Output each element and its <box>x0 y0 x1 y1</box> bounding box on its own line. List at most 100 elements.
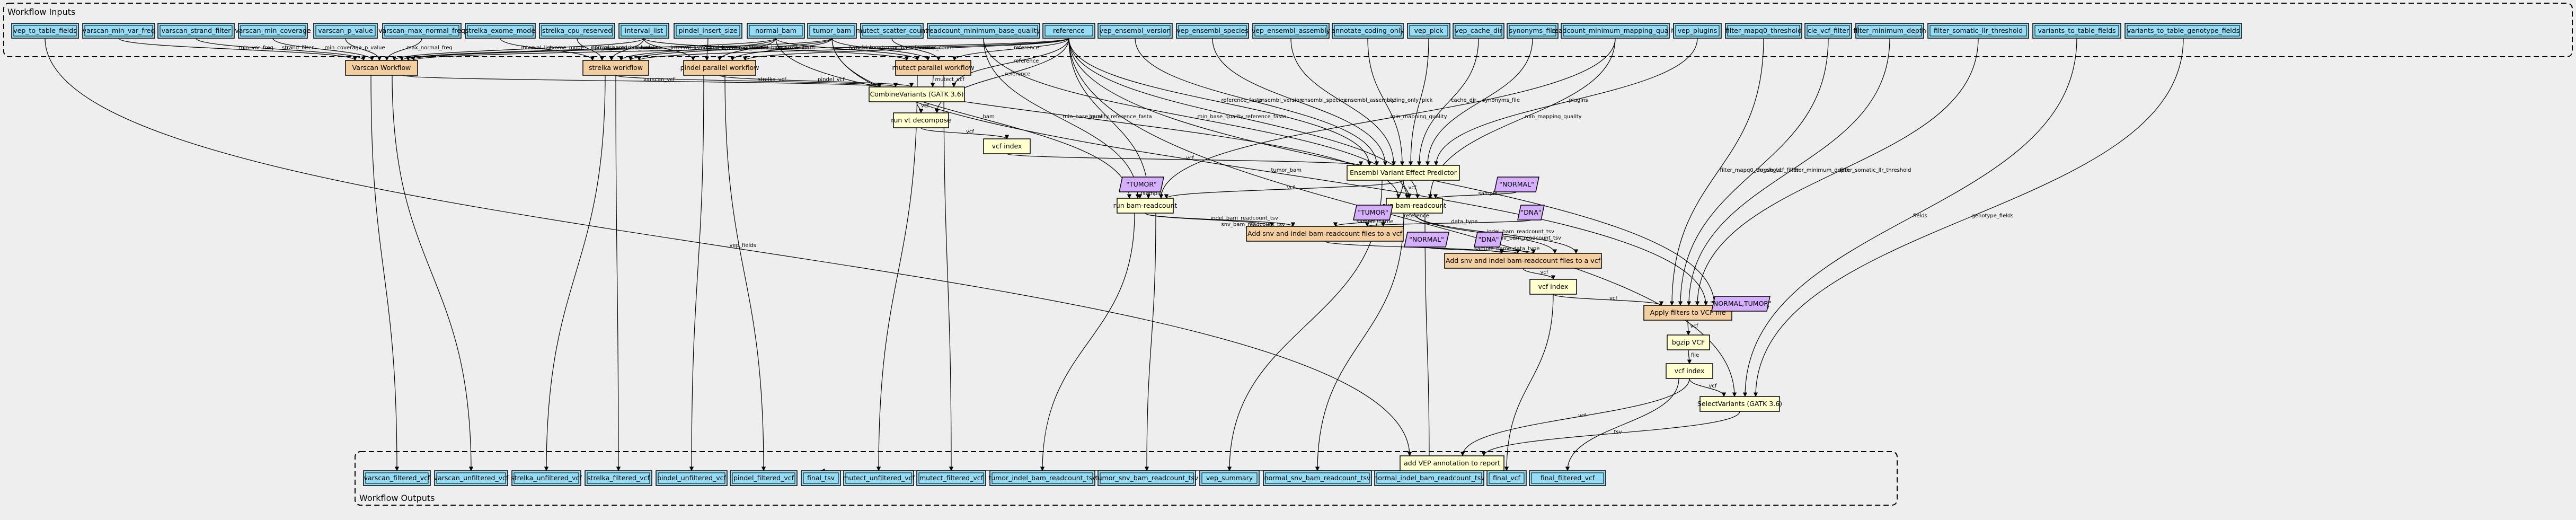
edge-label-snv-bam-readcount-tsv: snv_bam_readcount_tsv <box>1221 222 1286 228</box>
lit-tumor1-literal[interactable]: "TUMOR" <box>1119 177 1164 192</box>
in-reference-input[interactable]: reference <box>1042 23 1095 39</box>
in-vep-to-table-fields-input[interactable]: vep_to_table_fields <box>11 23 79 39</box>
st-pindel-step[interactable]: pindel parallel workflow <box>680 60 759 76</box>
st-combine-label: CombineVariants (GATK 3.6) <box>870 90 963 98</box>
in-varscan-strand-filter-input[interactable]: varscan_strand_filter <box>157 23 235 39</box>
st-add-normal-step[interactable]: Add snv and indel bam-readcount files to… <box>1444 253 1602 269</box>
in-interval-list-input[interactable]: interval_list <box>618 23 669 39</box>
st-combine-step[interactable]: CombineVariants (GATK 3.6) <box>869 86 965 102</box>
st-vcfindex2-step[interactable]: vcf index <box>1529 279 1577 295</box>
outputs-cluster-title: Workflow Outputs <box>359 493 435 503</box>
out-final-tsv-output[interactable]: final_tsv <box>801 470 841 486</box>
in-cle-vcf-filter-input[interactable]: cle_vcf_filter <box>1804 23 1852 39</box>
lit-dna1-literal[interactable]: "DNA" <box>1517 205 1545 221</box>
in-strelka-cpu-reserved-input[interactable]: strelka_cpu_reserved <box>539 23 615 39</box>
in-filter-minimum-depth-input[interactable]: filter_minimum_depth <box>1853 23 1926 39</box>
edge-label-synonyms-file: synonyms_file <box>1482 98 1520 103</box>
st-brc-normal-step[interactable]: run bam-readcount <box>1383 198 1447 214</box>
lit-normal2-literal[interactable]: "NORMAL" <box>1494 177 1539 192</box>
st-select-step[interactable]: SelectVariants (GATK 3.6) <box>1697 396 1782 412</box>
lit-dna2-literal[interactable]: "DNA" <box>1474 232 1503 248</box>
out-pindel-filtered-vcf-output[interactable]: pindel_filtered_vcf <box>730 470 798 486</box>
in-vep-pick-input[interactable]: vep_pick <box>1407 23 1450 39</box>
in-variants-to-table-fields-input[interactable]: variants_to_table_fields <box>2032 23 2121 39</box>
in-vep-cache-dir-label: vep_cache_dir <box>1455 27 1502 34</box>
lit-normal2-label: "NORMAL" <box>1499 180 1534 188</box>
edge-pindel_vcf <box>719 75 914 87</box>
out-final-filtered-vcf-output[interactable]: final_filtered_vcf <box>1529 470 1606 486</box>
out-tumor-indel-bam-readcount-tsv-output[interactable]: tumor_indel_bam_readcount_tsv <box>988 470 1096 486</box>
lit-tumor2-literal[interactable]: "TUMOR" <box>1353 205 1393 221</box>
st-mutect-step[interactable]: mutect parallel workflow <box>892 60 975 76</box>
in-varscan-max-normal-freq-input[interactable]: varscan_max_normal_freq <box>378 23 465 39</box>
edge-vcf <box>1553 294 1664 306</box>
out-mutect-unfiltered-vcf-label: mutect_unfiltered_vcf <box>843 474 915 482</box>
lit-normal1-literal[interactable]: "NORMAL" <box>1404 232 1449 248</box>
in-varscan-p-value-input[interactable]: varscan_p_value <box>313 23 378 39</box>
out-tumor-snv-bam-readcount-tsv-output[interactable]: tumor_snv_bam_readcount_tsv <box>1095 470 1199 486</box>
edge-strand_filter <box>196 38 366 61</box>
in-vep-ensembl-assembly-input[interactable]: vep_ensembl_assembly <box>1252 23 1331 39</box>
out-varscan-unfiltered-vcf-output[interactable]: varscan_unfiltered_vcf <box>434 470 509 486</box>
st-strelka-step[interactable]: strelka workflow <box>582 60 649 76</box>
out-varscan-unfiltered-vcf-label: varscan_unfiltered_vcf <box>434 474 509 482</box>
in-vep-ensembl-species-input[interactable]: vep_ensembl_species <box>1176 23 1249 39</box>
edge-label-vcf: vcf <box>921 103 929 109</box>
out-pindel-unfiltered-vcf-output[interactable]: pindel_unfiltered_vcf <box>656 470 728 486</box>
edge-snv_bam_readcount_tsv <box>1145 213 1296 227</box>
out-mutect-unfiltered-vcf-output[interactable]: mutect_unfiltered_vcf <box>843 470 915 486</box>
st-add-tumor-step[interactable]: Add snv and indel bam-readcount files to… <box>1246 226 1404 242</box>
in-pindel-insert-size-input[interactable]: pindel_insert_size <box>674 23 742 39</box>
in-annotate-coding-only-input[interactable]: annotate_coding_only <box>1331 23 1404 39</box>
in-strelka-exome-mode-input[interactable]: strelka_exome_mode <box>465 23 536 39</box>
edge-label-strand-filter: strand_filter <box>282 45 314 51</box>
edge-null <box>943 75 954 471</box>
in-readcount-minimum-base-quality-input[interactable]: readcount_minimum_base_quality <box>927 23 1041 39</box>
in-vep-ensembl-version-input[interactable]: vep_ensembl_version <box>1097 23 1173 39</box>
edge-vcf <box>1006 153 1363 166</box>
edge-label-normal-bam: normal_bam <box>591 45 624 51</box>
edge-label-normal-bam: normal_bam <box>849 45 882 51</box>
edge-label-insert-size: insert_size <box>710 45 738 51</box>
st-vep-step[interactable]: Ensembl Variant Effect Predictor <box>1347 165 1460 181</box>
out-strelka-unfiltered-vcf-output[interactable]: strelka_unfiltered_vcf <box>511 470 582 486</box>
in-interval-list-label: interval_list <box>625 27 663 34</box>
in-normal-bam-input[interactable]: normal_bam <box>747 23 805 39</box>
out-strelka-filtered-vcf-output[interactable]: strelka_filtered_vcf <box>585 470 652 486</box>
in-varscan-min-coverage-input[interactable]: varscan_min_coverage <box>235 23 311 39</box>
in-mutect-scatter-count-input[interactable]: mutect_scatter_count <box>856 23 928 39</box>
in-synonyms-file-input[interactable]: synonyms_file <box>1507 23 1559 39</box>
edge-label-data-type: data_type <box>1451 219 1478 225</box>
out-final-filtered-vcf-label: final_filtered_vcf <box>1541 474 1595 482</box>
in-filter-somatic-llr-threshold-input[interactable]: filter_somatic_llr_threshold <box>1927 23 2029 39</box>
st-decompose-step[interactable]: run vt decompose <box>891 112 951 128</box>
edge-exome_mode <box>500 38 595 61</box>
edge-label-reference-fasta: reference_fasta <box>1221 98 1263 103</box>
st-vcfindex1-step[interactable]: vcf index <box>983 138 1031 154</box>
in-variants-to-table-genotype-fields-input[interactable]: variants_to_table_genotype_fields <box>2124 23 2242 39</box>
edge-label-interval-list: interval_list <box>671 45 702 51</box>
in-filter-mapq0-threshold-input[interactable]: filter_mapq0_threshold <box>1725 23 1802 39</box>
out-normal-indel-bam-readcount-tsv-output[interactable]: normal_indel_bam_readcount_tsv <box>1374 470 1485 486</box>
edge-insert_size <box>704 38 710 61</box>
st-bgzip-step[interactable]: bgzip VCF <box>1667 334 1710 350</box>
st-varscan-step[interactable]: Varscan Workflow <box>345 60 418 76</box>
out-varscan-filtered-vcf-output[interactable]: varscan_filtered_vcf <box>363 470 431 486</box>
st-brc-tumor-label: run bam-readcount <box>1113 201 1178 209</box>
st-addvep-step[interactable]: add VEP annotation to report <box>1400 455 1504 471</box>
out-final-vcf-output[interactable]: final_vcf <box>1486 470 1527 486</box>
in-tumor-bam-input[interactable]: tumor_bam <box>807 23 857 39</box>
st-vcfindex3-step[interactable]: vcf index <box>1666 363 1713 379</box>
edge-tsv <box>1481 411 1740 456</box>
st-brc-tumor-step[interactable]: run bam-readcount <box>1113 198 1178 214</box>
in-varscan-min-var-freq-input[interactable]: varscan_min_var_freq <box>82 23 155 39</box>
out-normal-snv-bam-readcount-tsv-output[interactable]: normal_snv_bam_readcount_tsv <box>1263 470 1372 486</box>
in-readcount-minimum-mapping-quality-input[interactable]: readcount_minimum_mapping_quality <box>1552 23 1679 39</box>
lit-normaltumor-literal[interactable]: "NORMAL,TUMOR" <box>1710 296 1772 312</box>
in-vep-cache-dir-input[interactable]: vep_cache_dir <box>1453 23 1504 39</box>
in-vep-plugins-input[interactable]: vep_plugins <box>1673 23 1722 39</box>
out-mutect-filtered-vcf-output[interactable]: mutect_filtered_vcf <box>916 470 986 486</box>
edge-vcf <box>920 127 1010 139</box>
out-vep-summary-output[interactable]: vep_summary <box>1199 470 1260 486</box>
edge-label-reference: reference <box>1014 58 1039 64</box>
